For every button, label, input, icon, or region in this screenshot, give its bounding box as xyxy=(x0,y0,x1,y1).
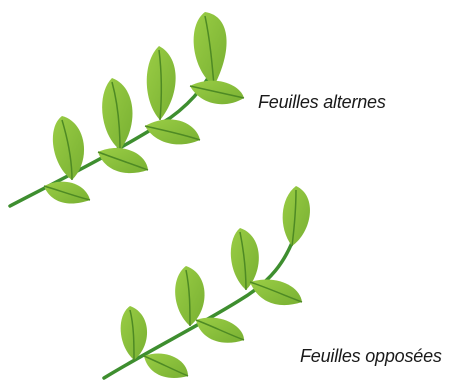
opposite-leaf xyxy=(283,186,310,246)
opposite-leaf xyxy=(250,279,302,305)
opposite-leaf xyxy=(231,228,259,290)
caption-opposite-leaves: Feuilles opposées xyxy=(300,346,442,367)
opposite-leaf xyxy=(196,318,244,343)
opposite-leaf xyxy=(175,266,204,326)
opposite-leaf xyxy=(144,353,188,378)
caption-alternate-leaves: Feuilles alternes xyxy=(258,92,386,113)
opposite-leaf xyxy=(121,306,147,360)
